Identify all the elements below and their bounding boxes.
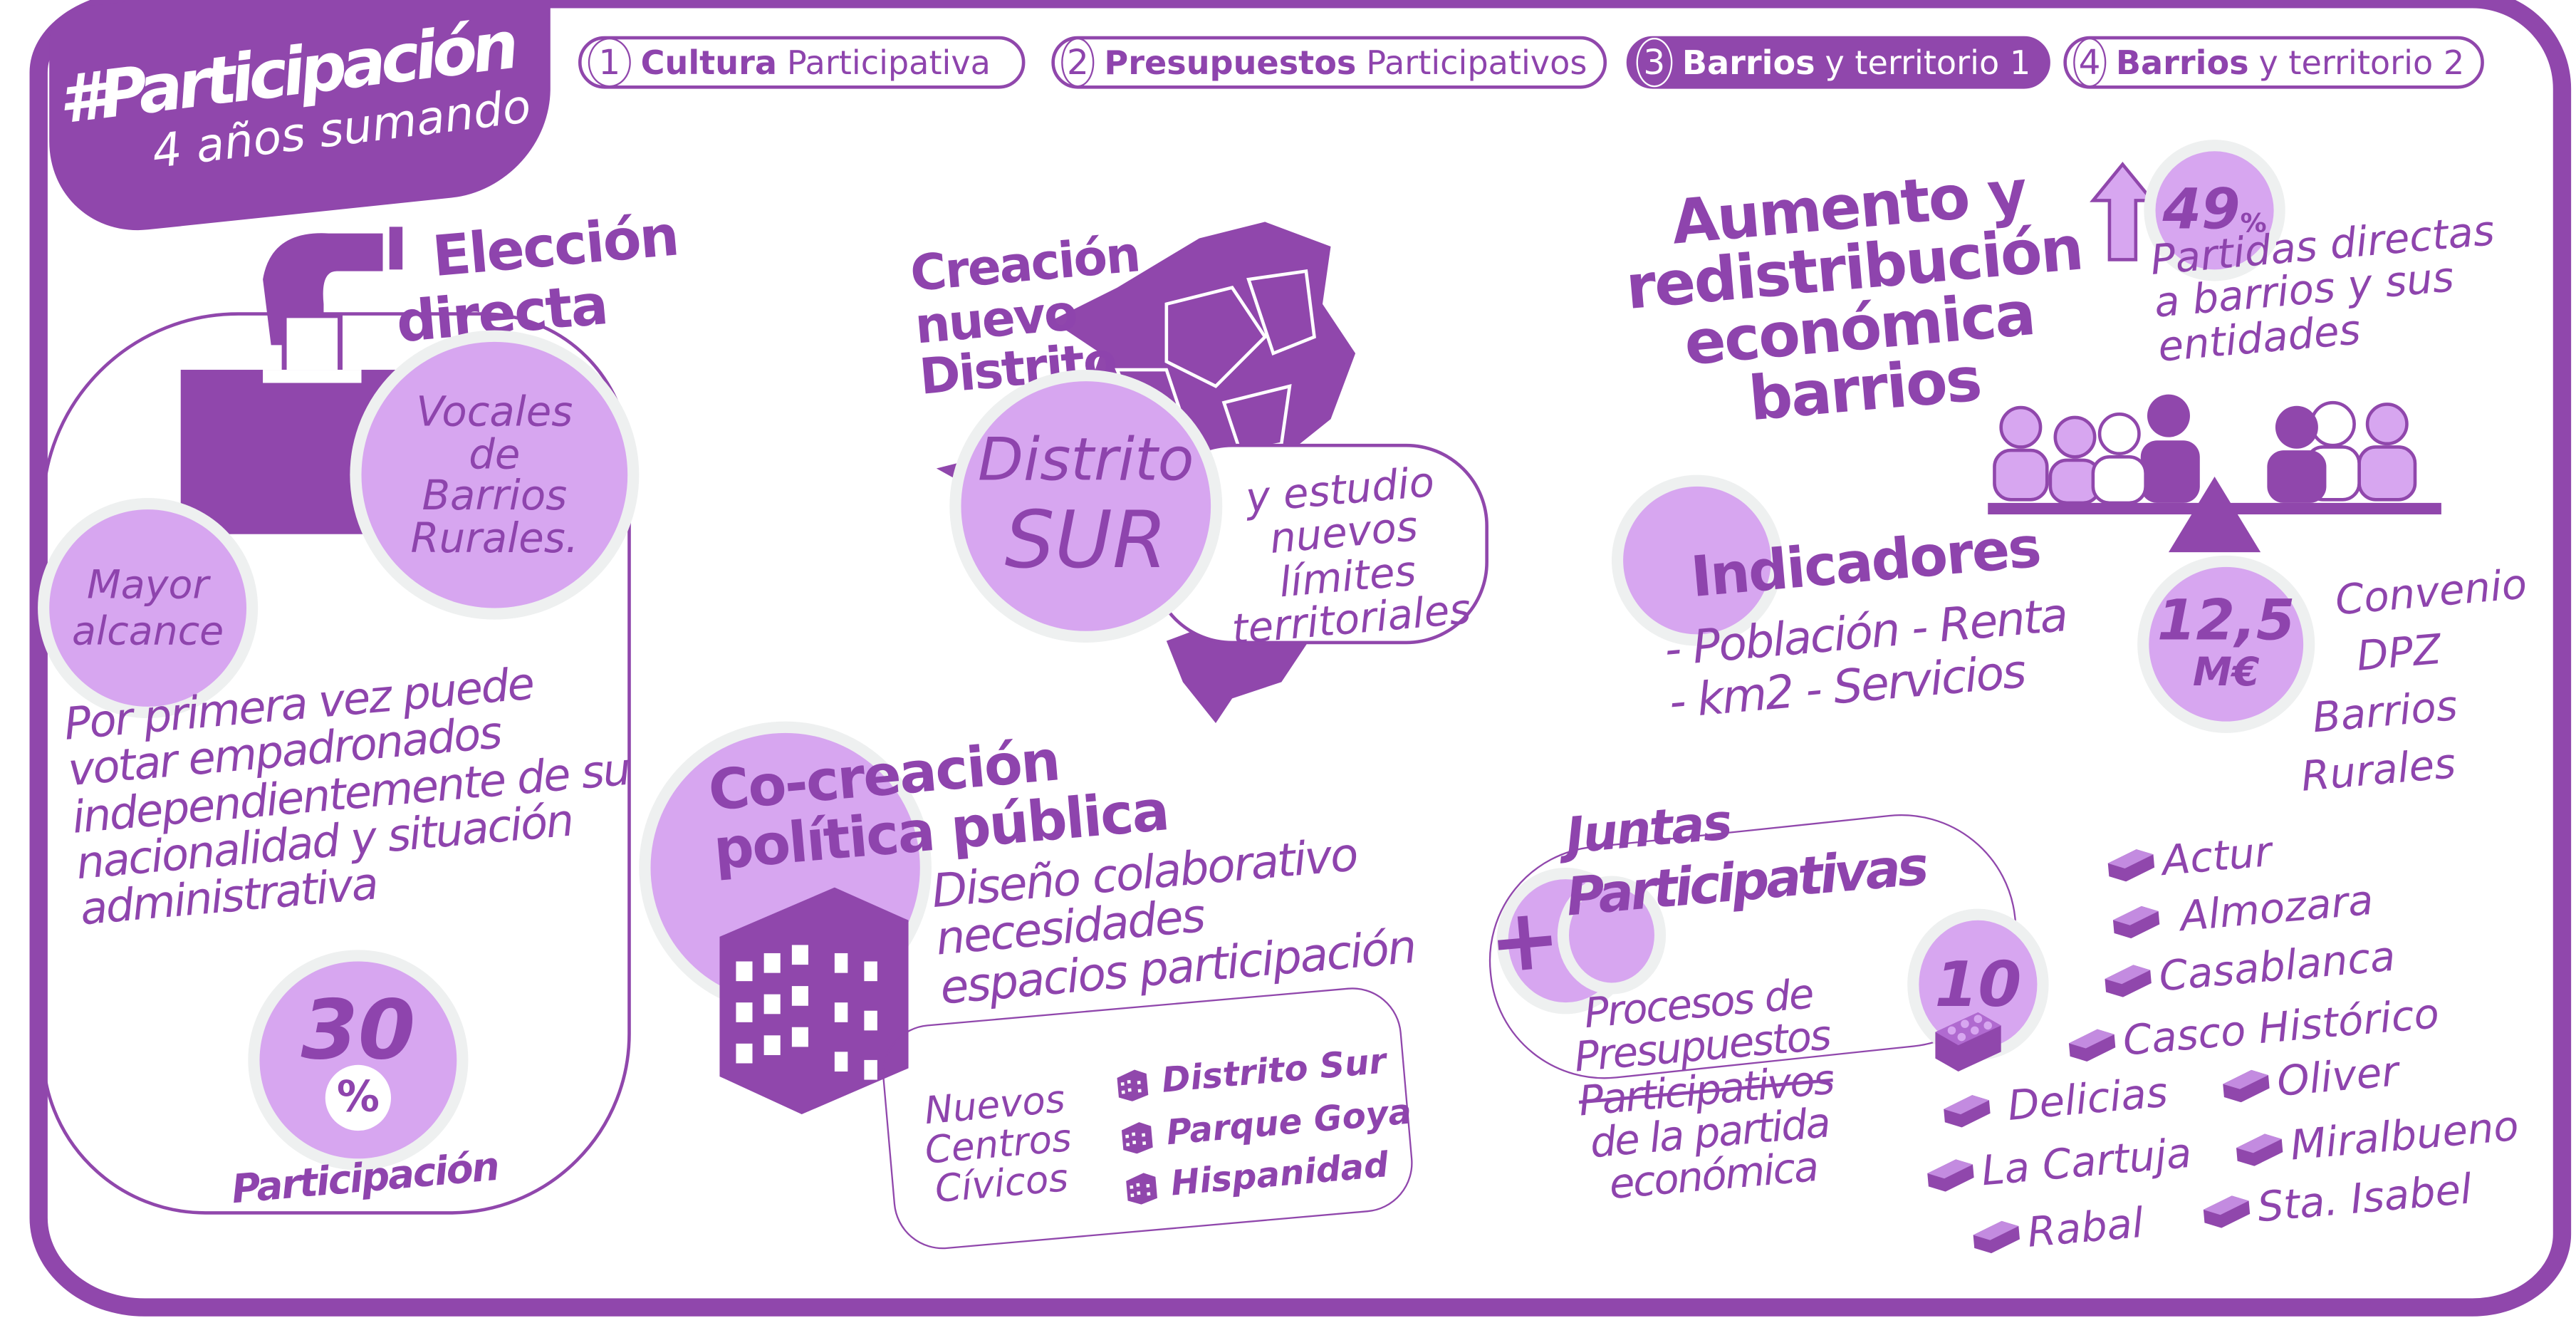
amount-value: 12,5 (2157, 588, 2295, 655)
balance-scale-people-icon (1988, 394, 2441, 553)
distrito-sur-circle: Distrito SUR (961, 381, 1211, 631)
building-small-icon (1121, 1121, 1153, 1153)
building-icon (719, 887, 909, 1115)
building-small-icon (1117, 1069, 1149, 1101)
barrio-item: Casablanca (2102, 933, 2397, 1005)
barrio-item: Almozara (2110, 876, 2375, 947)
lego-brick-icon (2223, 1069, 2270, 1102)
lego-brick-icon (2105, 964, 2152, 997)
tab-label: Participativa (786, 42, 991, 83)
amount-unit: M€ (2192, 649, 2260, 695)
distrito-title: Creación nuevo Distrito (908, 227, 1150, 407)
vocales-line: de (469, 430, 521, 478)
arrow-up-icon (2090, 162, 2156, 261)
lego-brick-icon (1973, 1220, 2020, 1252)
tab-number: 3 (1636, 38, 1672, 88)
barrio-item: Sta. Isabel (2200, 1165, 2473, 1236)
centros-list: Distrito Sur Parque Goya Hispanidad (1114, 1034, 1418, 1215)
tab-label: y territorio 2 (2258, 42, 2465, 83)
juntas-count-circle: 10 (1919, 920, 2038, 1049)
tab-label-bold: Barrios (1681, 42, 1815, 83)
juntas-text: Procesos de Presupuestos Participativos … (1569, 970, 1843, 1209)
participation-value: 30 (301, 982, 416, 1079)
centro-item: Hispanidad (1123, 1138, 1419, 1215)
lego-brick-icon (2236, 1133, 2283, 1166)
barrio-name: Actur (2159, 827, 2274, 885)
tab-number: 4 (2073, 38, 2106, 88)
centro-item: Distrito Sur (1114, 1034, 1409, 1111)
tab-label-bold: Barrios (2115, 42, 2249, 83)
plus-icon: + (1484, 889, 1563, 995)
juntas-count: 10 (1934, 948, 2022, 1021)
centros-label: Nuevos Centros Cívicos (920, 1079, 1077, 1212)
tab-label-bold: Cultura (640, 42, 777, 83)
barrio-item: Oliver (2219, 1047, 2400, 1110)
percent-49-value: 49 (2162, 177, 2241, 244)
tab-label-bold: Presupuestos (1104, 42, 1357, 83)
alcance-line: alcance (71, 608, 224, 655)
vocales-circle: Vocales de Barrios Rurales. (361, 341, 628, 608)
infographic-frame (29, 0, 2572, 1317)
lego-brick-icon (2112, 905, 2160, 938)
vocales-line: Vocales (416, 388, 573, 436)
percent-49-circle: 49% (2155, 151, 2274, 270)
vocales-line: Barrios (422, 472, 568, 519)
alcance-line: Mayor (87, 561, 209, 608)
indicadores-circle (1623, 486, 1771, 635)
lego-brick-icon (2107, 848, 2155, 881)
tab-label: Participativos (1366, 42, 1587, 83)
participation-circle: 30 % (259, 961, 457, 1159)
vocales-line: Rurales. (410, 513, 579, 561)
distrito-circle-name: SUR (1004, 494, 1167, 586)
juntas-circle-inner (1568, 887, 1654, 983)
distrito-note: y estudio nuevos límites territoriales (1219, 458, 1473, 653)
barrio-item: La Cartuja (1924, 1129, 2194, 1200)
distrito-circle-line: Distrito (978, 426, 1194, 494)
tab-number: 1 (588, 38, 631, 88)
lego-brick-icon (2203, 1195, 2251, 1228)
amount-circle: 12,5 M€ (2149, 566, 2304, 722)
barrio-item: Miralbueno (2233, 1102, 2520, 1174)
barrio-item: Actur (2105, 828, 2273, 890)
lego-brick-icon (1935, 1012, 2001, 1072)
convenio-text: Convenio DPZ Barrios Rurales (2299, 555, 2545, 801)
tab-label: y territorio 1 (1825, 42, 2031, 83)
barrio-name: Rabal (2025, 1198, 2146, 1257)
tab-number: 2 (1061, 38, 1095, 88)
barrio-item: Rabal (1970, 1198, 2146, 1262)
lego-brick-icon (1944, 1094, 1991, 1127)
barrio-item: Delicias (1940, 1069, 2169, 1136)
building-small-icon (1126, 1173, 1157, 1205)
alcance-circle: Mayor alcance (49, 509, 247, 707)
lego-brick-icon (1927, 1158, 1974, 1191)
barrio-item: Casco Histórico (2065, 990, 2441, 1069)
lego-brick-icon (2068, 1028, 2116, 1061)
eleccion-text: Por primera vez puede votar empadronados… (62, 655, 640, 936)
centro-item: Parque Goya (1118, 1086, 1414, 1163)
percent-sign: % (2240, 206, 2267, 238)
percent-sign: % (325, 1064, 392, 1131)
